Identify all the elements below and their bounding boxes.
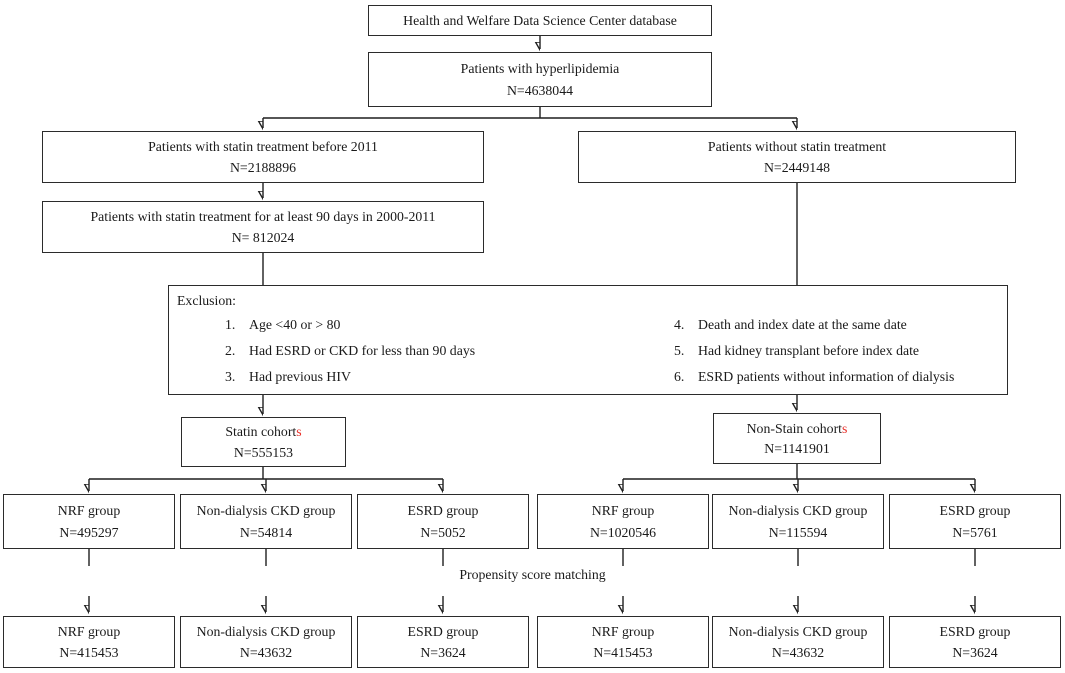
matched-statin-ckd-group-count: N=43632 <box>239 644 293 660</box>
statin-90-days-count: N= 812024 <box>231 229 295 245</box>
non-statin-cohort-count: N=1141901 <box>764 441 830 457</box>
statin-esrd-group-count: N=5052 <box>420 524 466 540</box>
exclusion-item-3-text: Had previous HIV <box>249 369 351 385</box>
statin-90-days-label: Patients with statin treatment for at le… <box>90 208 436 224</box>
matched-statin-esrd-group-count: N=3624 <box>420 644 466 660</box>
hyperlipidemia-count: N=4638044 <box>506 82 574 98</box>
statin-cohort-count: N=555153 <box>233 444 294 460</box>
hyperlipidemia-box: Patients with hyperlipidemia N=4638044 <box>368 52 712 107</box>
non-statin-cohort-box: Non-Stain cohorts N=1141901 <box>713 413 881 464</box>
matched-nonstatin-nrf-group-label: NRF group <box>591 623 655 639</box>
exclusion-item-3: 3. Had previous HIV <box>177 364 617 390</box>
without-statin-box: Patients without statin treatment N=2449… <box>578 131 1016 183</box>
statin-90-days-box: Patients with statin treatment for at le… <box>42 201 484 253</box>
nonstatin-nrf-group-box: NRF group N=1020546 <box>537 494 709 549</box>
statin-esrd-group-box: ESRD group N=5052 <box>357 494 529 549</box>
nonstatin-ckd-group-label: Non-dialysis CKD group <box>728 502 868 518</box>
matched-statin-nrf-group-box: NRF group N=415453 <box>3 616 175 668</box>
matched-statin-nrf-group-label: NRF group <box>57 623 121 639</box>
propensity-matching-label: Propensity score matching <box>459 567 606 582</box>
non-statin-cohort-label: Non-Stain cohorts <box>746 420 848 436</box>
exclusion-item-5: 5. Had kidney transplant before index da… <box>617 337 997 363</box>
non-statin-cohort-label-red-s: s <box>842 420 848 436</box>
exclusion-item-2: 2. Had ESRD or CKD for less than 90 days <box>177 337 617 363</box>
matched-nonstatin-ckd-group-count: N=43632 <box>771 644 825 660</box>
hyperlipidemia-label: Patients with hyperlipidemia <box>460 60 620 76</box>
exclusion-item-1-number: 1. <box>225 316 236 332</box>
matched-nonstatin-esrd-group-count: N=3624 <box>952 644 998 660</box>
nonstatin-esrd-group-box: ESRD group N=5761 <box>889 494 1061 549</box>
exclusion-list: 1. Age <40 or > 80 2. Had ESRD or CKD fo… <box>177 311 997 390</box>
exclusion-item-1: 1. Age <40 or > 80 <box>177 311 617 337</box>
statin-ckd-group-label: Non-dialysis CKD group <box>196 502 336 518</box>
exclusion-item-3-number: 3. <box>225 369 236 385</box>
exclusion-item-6-text: ESRD patients without information of dia… <box>698 369 955 385</box>
statin-ckd-group-count: N=54814 <box>239 524 293 540</box>
nonstatin-nrf-group-label: NRF group <box>591 502 655 518</box>
matched-nonstatin-esrd-group-box: ESRD group N=3624 <box>889 616 1061 668</box>
without-statin-count: N=2449148 <box>763 159 831 175</box>
exclusion-item-5-number: 5. <box>674 342 685 358</box>
matched-statin-ckd-group-label: Non-dialysis CKD group <box>196 623 336 639</box>
statin-esrd-group-label: ESRD group <box>407 502 479 518</box>
matched-statin-esrd-group-label: ESRD group <box>407 623 479 639</box>
matched-statin-nrf-group-count: N=415453 <box>59 644 119 660</box>
exclusion-item-4-text: Death and index date at the same date <box>698 316 907 332</box>
matched-statin-ckd-group-box: Non-dialysis CKD group N=43632 <box>180 616 352 668</box>
exclusion-item-1-text: Age <40 or > 80 <box>249 316 341 332</box>
nonstatin-ckd-group-box: Non-dialysis CKD group N=115594 <box>712 494 884 549</box>
nonstatin-esrd-group-count: N=5761 <box>952 524 998 540</box>
statin-cohort-box: Statin cohorts N=555153 <box>181 417 346 467</box>
statin-nrf-group-box: NRF group N=495297 <box>3 494 175 549</box>
database-box-label: Health and Welfare Data Science Center d… <box>403 12 677 28</box>
statin-before-2011-label: Patients with statin treatment before 20… <box>148 138 378 154</box>
nonstatin-esrd-group-label: ESRD group <box>939 502 1011 518</box>
exclusion-item-5-text: Had kidney transplant before index date <box>698 342 920 358</box>
statin-nrf-group-count: N=495297 <box>59 524 119 540</box>
matched-nonstatin-ckd-group-label: Non-dialysis CKD group <box>728 623 868 639</box>
exclusion-item-4-number: 4. <box>674 316 685 332</box>
exclusion-item-2-text: Had ESRD or CKD for less than 90 days <box>249 342 476 358</box>
statin-cohort-label-red-s: s <box>296 424 302 440</box>
nonstatin-nrf-group-count: N=1020546 <box>589 524 657 540</box>
nonstatin-ckd-group-count: N=115594 <box>768 524 828 540</box>
matched-nonstatin-nrf-group-box: NRF group N=415453 <box>537 616 709 668</box>
statin-cohort-label: Statin cohorts <box>225 424 302 440</box>
exclusion-criteria-box: Exclusion: 1. Age <40 or > 80 2. Had ESR… <box>168 285 1008 395</box>
statin-nrf-group-label: NRF group <box>57 502 121 518</box>
statin-before-2011-box: Patients with statin treatment before 20… <box>42 131 484 183</box>
database-box: Health and Welfare Data Science Center d… <box>368 5 712 36</box>
matched-nonstatin-ckd-group-box: Non-dialysis CKD group N=43632 <box>712 616 884 668</box>
without-statin-label: Patients without statin treatment <box>707 138 887 154</box>
exclusion-title: Exclusion: <box>177 293 237 308</box>
statin-before-2011-count: N=2188896 <box>229 159 297 175</box>
exclusion-item-2-number: 2. <box>225 342 236 358</box>
exclusion-item-6-number: 6. <box>674 369 685 385</box>
exclusion-item-6: 6. ESRD patients without information of … <box>617 364 997 390</box>
statin-ckd-group-box: Non-dialysis CKD group N=54814 <box>180 494 352 549</box>
exclusion-item-4: 4. Death and index date at the same date <box>617 311 997 337</box>
matched-nonstatin-esrd-group-label: ESRD group <box>939 623 1011 639</box>
matched-nonstatin-nrf-group-count: N=415453 <box>593 644 653 660</box>
matched-statin-esrd-group-box: ESRD group N=3624 <box>357 616 529 668</box>
